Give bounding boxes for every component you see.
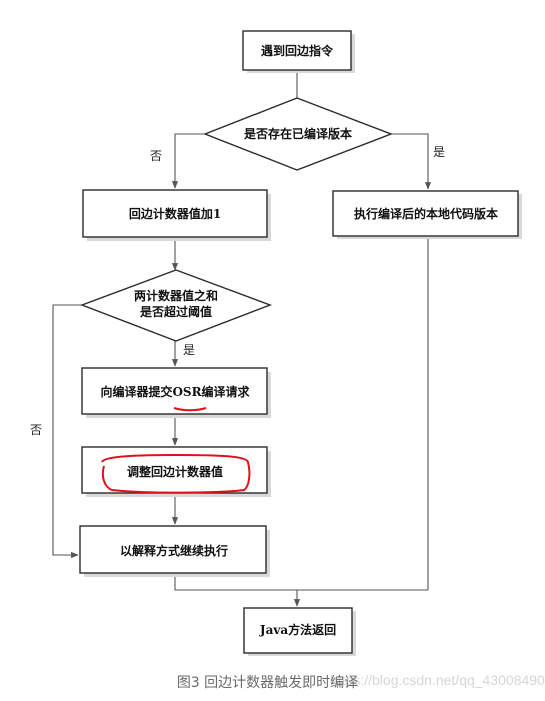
decision-threshold: 两计数器值之和 是否超过阈值 [80,269,272,342]
increment-counter-label: 回边计数器值加1 [129,206,221,221]
flowchart: 遇到回边指令 是否存在已编译版本 否 是 回边计数器值加1 执行编译后的本地代码… [30,30,522,656]
connector-interpret-to-return [174,576,428,591]
watermark: https://blog.csdn.net/qq_43008490 [330,672,545,688]
submit-osr-box: 向编译器提交OSR编译请求 [81,367,271,418]
decision-compiled: 是否存在已编译版本 [203,97,393,171]
label-threshold-no: 否 [30,423,42,437]
adjust-highlight-annotation [101,453,251,494]
java-return-label: Java方法返回 [259,622,336,637]
adjust-counter-label: 调整回边计数器值 [127,464,223,479]
label-compiled-no: 否 [150,149,162,163]
start-label: 遇到回边指令 [261,43,334,58]
submit-osr-label: 向编译器提交OSR编译请求 [100,384,250,399]
decision-threshold-label-2: 是否超过阈值 [139,304,212,319]
connector-decision-yes [391,133,432,190]
connector-threshold-no [52,304,82,559]
decision-compiled-label: 是否存在已编译版本 [243,126,352,141]
start-box: 遇到回边指令 [242,30,355,73]
interpret-box: 以解释方式继续执行 [79,525,270,577]
interpret-label: 以解释方式继续执行 [120,543,228,558]
label-compiled-yes: 是 [433,145,445,159]
exec-native-box: 执行编译后的本地代码版本 [332,190,522,239]
exec-native-label: 执行编译后的本地代码版本 [354,206,498,221]
osr-underline-annotation [173,407,207,412]
connectors [52,71,432,607]
label-threshold-yes: 是 [183,343,195,357]
java-return-box: Java方法返回 [243,607,356,656]
decision-threshold-label-1: 两计数器值之和 [134,288,218,303]
figure-caption: 图3 回边计数器触发即时编译 [176,675,359,691]
increment-counter-box: 回边计数器值加1 [82,189,271,241]
connector-decision-no [171,133,205,189]
